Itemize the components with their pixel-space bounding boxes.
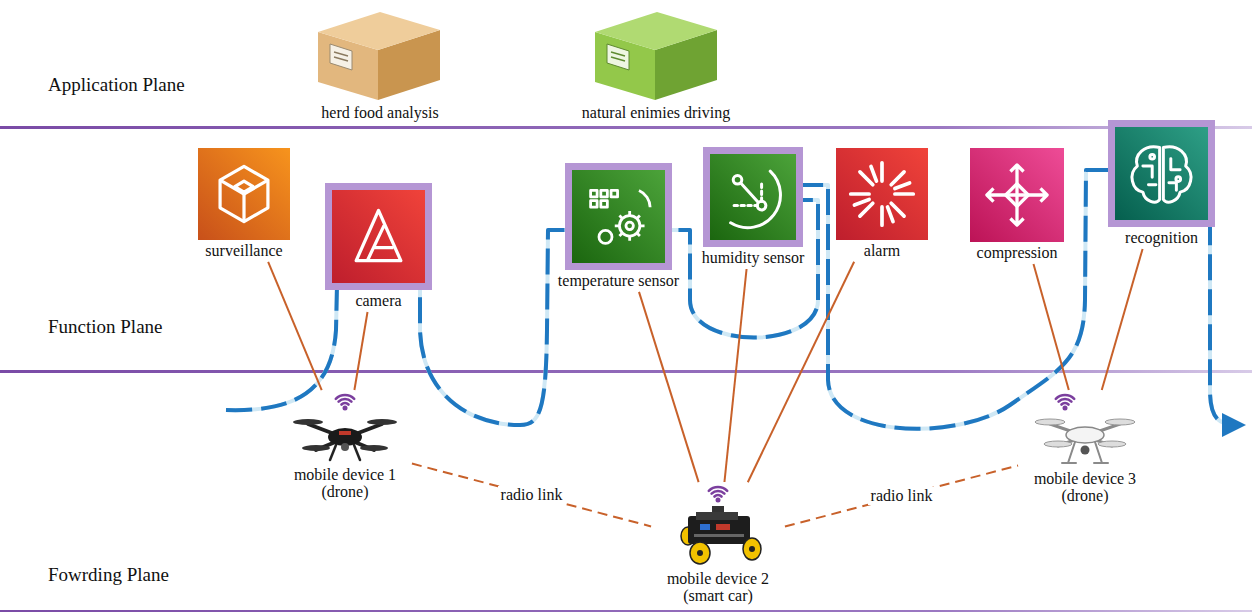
package-icon	[595, 12, 717, 100]
recognition-icon	[1108, 120, 1215, 227]
connector-line	[1102, 249, 1143, 390]
surveillance-icon	[198, 148, 290, 240]
node-label: mobile device 3 (drone)	[1020, 470, 1150, 504]
node-label: camera	[325, 292, 432, 310]
function-icon: compression	[970, 148, 1064, 262]
application-package: natural enimies driving	[580, 4, 733, 122]
node-label: surveillance	[198, 242, 290, 260]
node-label: mobile device 2 (smart car)	[653, 570, 783, 604]
radio-link-line	[412, 464, 651, 527]
node-label: alarm	[836, 242, 928, 260]
function-icon: alarm	[836, 148, 928, 260]
connector-line	[748, 262, 854, 482]
drone-illustration	[1035, 395, 1135, 463]
node-label: compression	[970, 244, 1064, 262]
connector-line	[1033, 264, 1068, 390]
drone-illustration	[293, 395, 397, 460]
camera-icon	[325, 183, 432, 290]
node-label: humidity sensor	[700, 249, 807, 267]
mobile-device: mobile device 2 (smart car)	[653, 484, 783, 604]
connector-line	[724, 269, 746, 482]
plane-label: Function Plane	[48, 316, 163, 338]
function-icon: camera	[325, 183, 432, 310]
plane-label: Application Plane	[48, 74, 185, 96]
package-icon	[318, 12, 440, 100]
function-icon: temperature sensor	[556, 163, 682, 290]
edge-label: radio link	[498, 486, 566, 504]
application-package: herd food analysis	[318, 4, 442, 122]
mobile-device: mobile device 1 (drone)	[280, 392, 410, 500]
compression-icon	[970, 148, 1064, 242]
node-label: recognition	[1108, 229, 1215, 247]
temperature-sensor-icon	[565, 163, 672, 270]
plane-divider	[0, 610, 1252, 612]
alarm-icon	[836, 148, 928, 240]
node-label: temperature sensor	[556, 272, 682, 290]
plane-divider	[0, 126, 1252, 129]
humidity-sensor-icon	[703, 147, 803, 247]
node-label: natural enimies driving	[580, 104, 733, 122]
function-icon: recognition	[1108, 120, 1215, 247]
radio-link-line	[785, 466, 1018, 527]
node-label: mobile device 1 (drone)	[280, 466, 410, 500]
function-icon: humidity sensor	[700, 147, 807, 267]
node-label: herd food analysis	[318, 104, 442, 122]
mobile-device: mobile device 3 (drone)	[1020, 392, 1150, 504]
connector-line	[268, 262, 322, 390]
smart-car-illustration	[681, 487, 761, 564]
connector-line	[354, 312, 367, 390]
connector-line	[639, 292, 699, 482]
plane-label: Fowrding Plane	[48, 564, 169, 586]
edge-label: radio link	[868, 487, 936, 505]
function-icon: surveillance	[198, 148, 290, 260]
